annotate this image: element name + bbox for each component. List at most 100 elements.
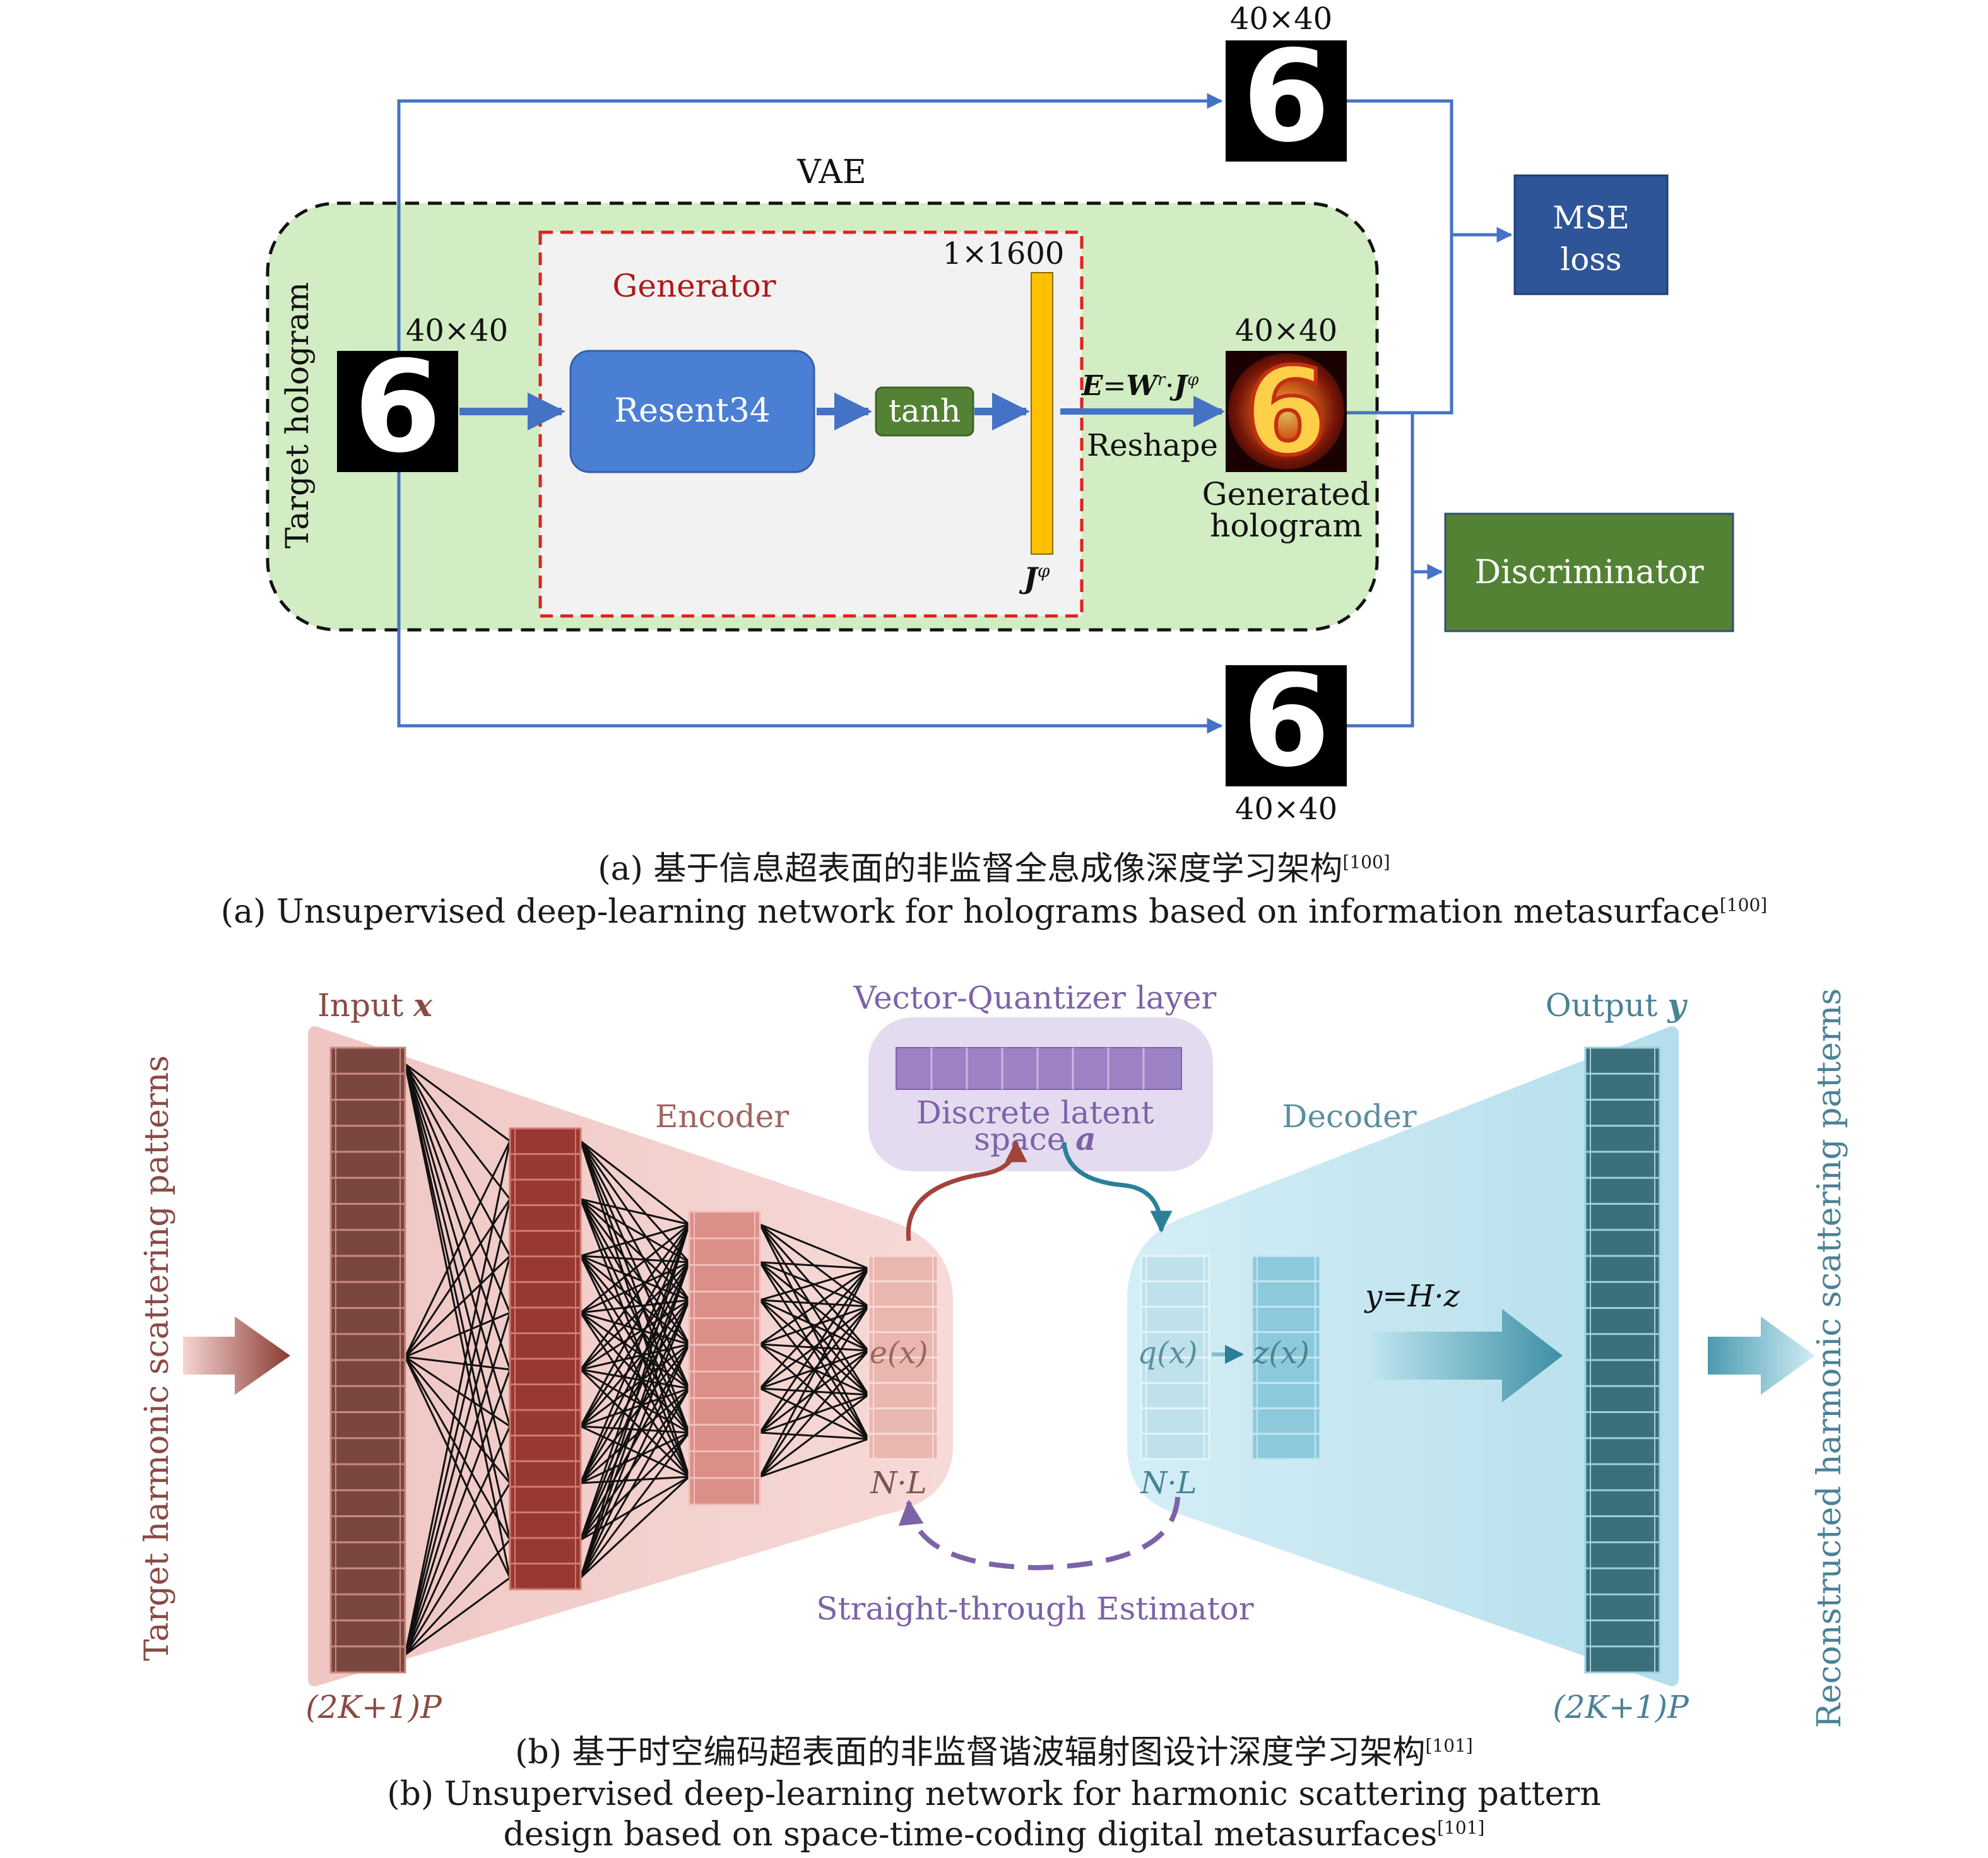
network-connection — [580, 1425, 690, 1478]
network-connection — [759, 1261, 869, 1270]
input-layer — [329, 1046, 406, 1674]
reshape-label: Reshape — [1087, 428, 1218, 463]
caption-a-english: (a) Unsupervised deep-learning network f… — [220, 893, 1768, 931]
network-connection — [579, 1262, 690, 1484]
vector-dim-label: 1×1600 — [943, 236, 1065, 271]
network-connection — [579, 1224, 690, 1578]
tanh-label: tanh — [889, 393, 961, 429]
network-connection — [579, 1388, 690, 1578]
network-connection — [404, 1063, 511, 1370]
network-connection — [579, 1388, 690, 1541]
network-connection — [404, 1140, 511, 1358]
network-connection — [759, 1305, 869, 1346]
network-connection — [579, 1344, 690, 1541]
mse-label-line1: MSE — [1553, 199, 1630, 236]
network-connection — [579, 1368, 690, 1478]
network-connection — [579, 1198, 690, 1477]
network-connection — [579, 1224, 690, 1541]
latent-z-layer-inner-border — [1257, 1255, 1316, 1460]
network-connection — [580, 1223, 690, 1314]
network-connection — [579, 1255, 690, 1477]
network-connection — [759, 1268, 870, 1477]
input-layer-inner-border — [335, 1047, 401, 1673]
network-connection — [759, 1224, 870, 1395]
network-connection — [579, 1476, 690, 1579]
network-connection — [759, 1350, 870, 1477]
network-connection — [759, 1305, 869, 1390]
output-flow-arrow — [1708, 1317, 1815, 1395]
network-connection — [404, 1369, 511, 1655]
encoder-label: Encoder — [655, 1098, 789, 1135]
network-connection — [580, 1223, 690, 1257]
generated-size-label: 40×40 — [1235, 313, 1337, 348]
vq-layer-label: Vector-Quantizer layer — [853, 979, 1217, 1016]
panel-a: VAE Generator Target hologram 6 40×40 Re… — [266, 1, 1734, 827]
discriminator-label: Discriminator — [1474, 553, 1703, 591]
caption-b-english-ref: [101] — [1437, 1817, 1485, 1838]
target-patterns-label: Target harmonic scattering patterns — [138, 1055, 176, 1661]
caption-b-english-line1: (b) Unsupervised deep-learning network f… — [387, 1775, 1601, 1813]
flow-top-to-mse — [1346, 99, 1453, 415]
input-label: Input x — [317, 986, 433, 1024]
latent-to-decode-arrow — [1062, 1142, 1173, 1233]
hidden-layer-1-inner-border — [514, 1128, 576, 1590]
network-connection — [404, 1063, 511, 1427]
tanh-block — [875, 386, 974, 437]
network-connection — [759, 1268, 870, 1433]
caption-a-chinese: (a) 基于信息超表面的非监督全息成像深度学习架构[100] — [598, 850, 1390, 888]
network-connection — [580, 1198, 690, 1226]
network-connection — [759, 1267, 869, 1301]
flow-generated-to-disc — [1346, 413, 1414, 728]
encoded-layer — [867, 1255, 939, 1460]
network-connection — [759, 1394, 869, 1478]
network-connection — [579, 1224, 690, 1370]
network-connection — [579, 1344, 690, 1578]
reconstructed-patterns-label: Reconstructed harmonic scattering patter… — [1811, 988, 1849, 1728]
flow-lines — [397, 93, 1513, 734]
network-connection — [759, 1438, 869, 1478]
resnet-label: Resent34 — [614, 392, 771, 430]
bottom-size-label: 40×40 — [1235, 791, 1337, 827]
generated-label-line2: hologram — [1210, 507, 1363, 544]
discriminator-box — [1444, 512, 1734, 632]
encoded-layer-inner-border — [873, 1255, 933, 1460]
output-label: Output y — [1546, 986, 1688, 1024]
network-connection — [404, 1356, 511, 1541]
top-size-label: 40×40 — [1230, 1, 1332, 37]
network-connection — [580, 1299, 690, 1314]
quantized-layer — [1140, 1255, 1210, 1460]
panel-b: Vector-Quantizer layer Discrete latent s… — [138, 979, 1849, 1728]
network-connection — [580, 1261, 690, 1314]
generated-hologram-image: 6 — [1226, 340, 1347, 483]
flow-bottom-line — [397, 417, 1223, 734]
network-connection — [404, 1063, 511, 1578]
mse-label-line2: loss — [1560, 241, 1621, 278]
caption-b-english-line2: design based on space-time-coding digita… — [503, 1816, 1485, 1854]
hidden-layer-2 — [688, 1210, 761, 1506]
latent-vector-bar — [1031, 272, 1053, 555]
caption-a-chinese-ref: [100] — [1342, 851, 1390, 873]
hidden-layer-2-inner-border — [694, 1211, 755, 1505]
ste-label: Straight-through Estimator — [816, 1590, 1254, 1627]
network-connection — [404, 1255, 511, 1655]
output-dim-label: (2K+1)P — [1553, 1689, 1689, 1725]
network-connection — [404, 1198, 511, 1655]
hidden-layer-1 — [509, 1127, 582, 1590]
network-connection — [404, 1356, 511, 1484]
codebook-bar — [896, 1047, 1182, 1090]
target-hologram-label: Target hologram — [279, 282, 316, 548]
network-connection — [579, 1299, 690, 1578]
network-connection — [404, 1482, 511, 1655]
network-connection — [579, 1140, 690, 1301]
network-connection — [405, 1063, 511, 1142]
network-connection — [404, 1426, 511, 1655]
network-connection — [580, 1255, 690, 1263]
bottom-target-image: 6 — [1226, 648, 1347, 795]
quantized-layer-inner-border — [1145, 1255, 1205, 1460]
network-connection — [404, 1312, 511, 1655]
network-connection — [759, 1223, 869, 1270]
network-connection — [579, 1140, 690, 1263]
nl-right-label: N·L — [1140, 1465, 1197, 1501]
ex-label: e(x) — [870, 1335, 928, 1371]
